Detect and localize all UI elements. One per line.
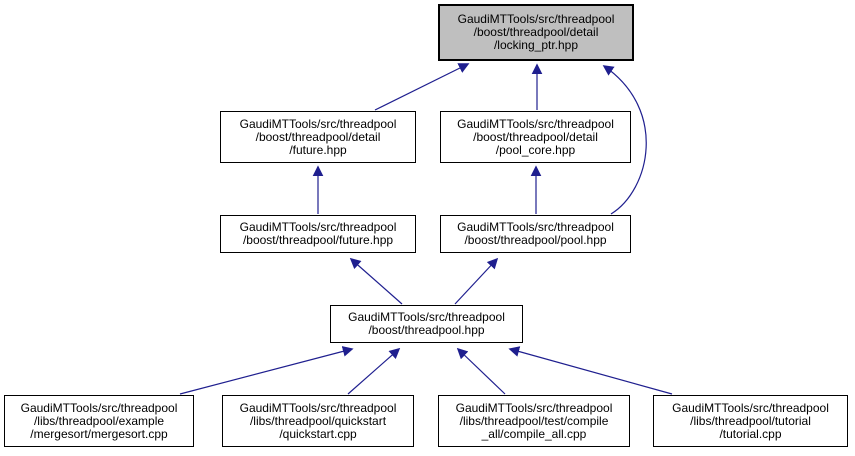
edge-tutorial-to-threadpool <box>508 346 673 395</box>
edge-detail-future-to-locking-ptr <box>374 63 470 111</box>
node-mergesort-cpp[interactable]: GaudiMTTools/src/threadpool /libs/thread… <box>4 395 194 447</box>
node-tutorial-cpp[interactable]: GaudiMTTools/src/threadpool /libs/thread… <box>653 395 848 447</box>
node-locking-ptr-hpp: GaudiMTTools/src/threadpool /boost/threa… <box>438 4 634 61</box>
edge-threadpool-to-future <box>349 257 403 305</box>
edge-mergesort-to-threadpool <box>179 346 354 395</box>
node-future-hpp[interactable]: GaudiMTTools/src/threadpool /boost/threa… <box>220 215 416 253</box>
edge-pool-to-locking-ptr <box>602 65 647 215</box>
node-detail-future-hpp[interactable]: GaudiMTTools/src/threadpool /boost/threa… <box>220 111 416 163</box>
node-quickstart-cpp[interactable]: GaudiMTTools/src/threadpool /libs/thread… <box>222 395 414 447</box>
node-compile-all-cpp[interactable]: GaudiMTTools/src/threadpool /libs/thread… <box>438 395 630 447</box>
node-threadpool-hpp[interactable]: GaudiMTTools/src/threadpool /boost/threa… <box>330 305 523 343</box>
edge-threadpool-to-pool <box>454 257 499 305</box>
edge-quickstart-to-threadpool <box>347 347 401 395</box>
node-pool-core-hpp[interactable]: GaudiMTTools/src/threadpool /boost/threa… <box>440 111 631 163</box>
node-pool-hpp[interactable]: GaudiMTTools/src/threadpool /boost/threa… <box>440 215 631 253</box>
edge-compile-all-to-threadpool <box>456 347 506 395</box>
